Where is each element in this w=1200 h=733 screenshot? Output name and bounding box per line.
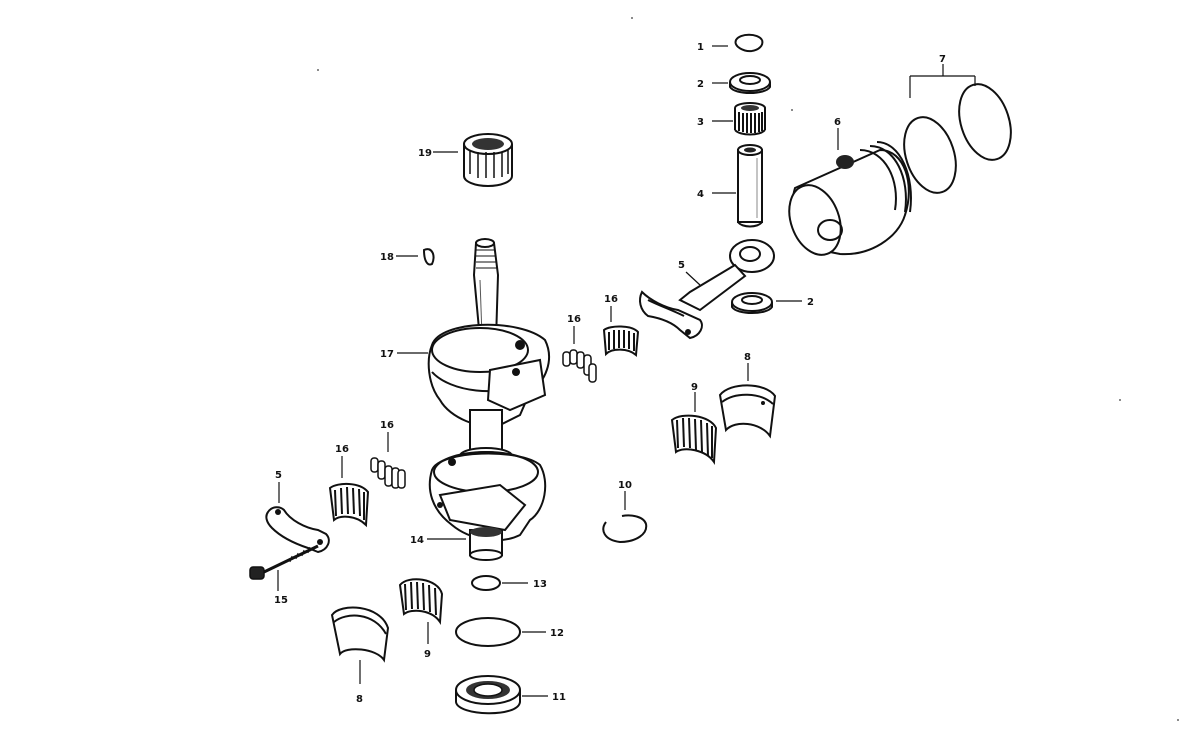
callout-4: 4	[697, 189, 704, 200]
callout-9-right: 9	[691, 382, 698, 393]
callout-2-top: 2	[697, 79, 704, 90]
callout-8-left: 8	[356, 694, 363, 705]
part-piston-rings	[903, 83, 1012, 194]
part-needle-half-left	[398, 578, 444, 625]
callout-19: 19	[418, 148, 432, 159]
callout-3: 3	[697, 117, 704, 128]
part-needle-bearing-small	[734, 102, 766, 136]
callout-1: 1	[697, 42, 704, 53]
part-bearing-shell-right	[718, 384, 777, 439]
callout-13: 13	[533, 579, 547, 590]
part-bearing-shell-left	[330, 606, 390, 663]
part-thrust-washer-top	[729, 72, 771, 94]
part-rod-bolt	[249, 544, 319, 580]
part-bearing-cage-upper	[602, 325, 640, 358]
scan-specks	[317, 17, 1179, 721]
leader-line-5-top	[685, 271, 701, 286]
part-needle-rollers-upper	[562, 349, 597, 383]
part-piston	[788, 141, 912, 256]
part-bearing-cage-lower	[328, 482, 370, 528]
callout-16a: 16	[567, 314, 581, 325]
callout-7: 7	[939, 54, 946, 65]
callout-2-lower: 2	[807, 297, 814, 308]
part-retaining-ring-lower	[602, 514, 648, 544]
part-main-bearing-upper	[463, 133, 513, 187]
callout-14: 14	[410, 535, 424, 546]
part-connecting-rod	[639, 239, 775, 340]
callout-5-lower: 5	[275, 470, 282, 481]
callout-15: 15	[274, 595, 288, 606]
callout-11: 11	[552, 692, 566, 703]
callout-5-top: 5	[678, 260, 685, 271]
part-needle-half-right	[670, 414, 718, 466]
callout-17: 17	[380, 349, 394, 360]
leader-bracket-7	[909, 64, 976, 98]
callout-9-left: 9	[424, 649, 431, 660]
part-crankshaft	[427, 238, 550, 561]
part-piston-pin	[737, 144, 763, 228]
part-rod-cap	[265, 506, 330, 554]
callout-16c: 16	[380, 420, 394, 431]
part-o-ring-large	[455, 617, 521, 647]
callout-6: 6	[834, 117, 841, 128]
callout-16d: 16	[335, 444, 349, 455]
callout-18: 18	[380, 252, 394, 263]
part-needle-rollers-lower	[370, 457, 406, 489]
callout-12: 12	[550, 628, 564, 639]
callout-10: 10	[618, 480, 632, 491]
part-retaining-ring-top	[734, 33, 764, 53]
part-o-ring-small	[471, 575, 501, 591]
part-woodruff-key	[422, 248, 435, 266]
part-oil-seal	[455, 675, 521, 715]
callout-16b: 16	[604, 294, 618, 305]
part-thrust-washer-lower	[731, 292, 773, 314]
callout-8-right: 8	[744, 352, 751, 363]
